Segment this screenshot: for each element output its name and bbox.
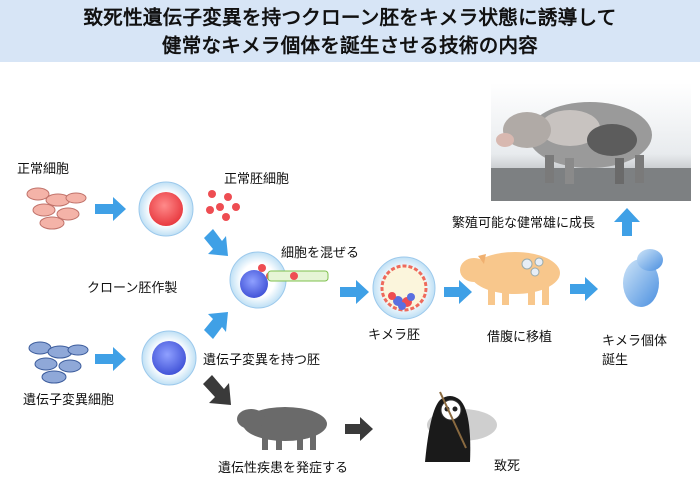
chimera-pig-photo [491, 83, 691, 201]
process-diagram [0, 62, 700, 489]
death-reaper-icon [425, 392, 497, 462]
title-banner: 致死性遺伝子変異を持つクローン胚をキメラ状態に誘導して 健常なキメラ個体を誕生さ… [0, 0, 700, 62]
normal-cells-icon [27, 188, 86, 229]
label-transfer: 借腹に移植 [487, 326, 552, 345]
arrow-mutant-embryo-to-mix [204, 312, 228, 339]
title-line-1: 致死性遺伝子変異を持つクローン胚をキメラ状態に誘導して [0, 0, 700, 32]
label-normal-embryo-cells: 正常胚細胞 [224, 168, 289, 187]
label-grow-up: 繁殖可能な健常雄に成長 [452, 212, 595, 231]
label-disease: 遺伝性疾患を発症する [218, 457, 348, 476]
arrow-transfer-to-birth [570, 277, 598, 301]
surrogate-pig [460, 252, 560, 305]
label-normal-cells: 正常細胞 [17, 158, 69, 177]
title-line-2: 健常なキメラ個体を誕生させる技術の内容 [0, 32, 700, 60]
arrow-birth-to-adult [614, 208, 640, 236]
arrow-normal-embryo-to-mix [204, 229, 228, 256]
arrow-chimera-to-transfer [444, 280, 472, 304]
chimera-newborn [623, 249, 663, 307]
label-chimera-embryo: キメラ胚 [368, 324, 420, 343]
mutant-clone-embryo [142, 331, 196, 385]
label-death: 致死 [494, 455, 520, 474]
label-chimera-birth-2: 誕生 [602, 349, 628, 368]
normal-clone-embryo [139, 182, 193, 236]
arrow-disease-to-death [345, 417, 373, 441]
diseased-pig [237, 407, 327, 450]
arrow-mutant-to-disease [203, 375, 231, 405]
chimera-embryo [373, 257, 435, 319]
arrow-normal-to-embryo [95, 197, 126, 221]
label-chimera-birth-1: キメラ個体 [602, 330, 667, 349]
label-mix-cells: 細胞を混ぜる [281, 242, 359, 261]
mutant-cells-icon [29, 342, 88, 383]
arrow-mutant-to-embryo [95, 347, 126, 371]
label-clone-embryo: クローン胚作製 [87, 277, 177, 296]
label-mutant-embryo: 遺伝子変異を持つ胚 [203, 349, 320, 368]
normal-embryo-cells-icon [206, 190, 240, 221]
label-mutant-cells: 遺伝子変異細胞 [23, 389, 114, 408]
arrow-mix-to-chimera [340, 280, 369, 304]
